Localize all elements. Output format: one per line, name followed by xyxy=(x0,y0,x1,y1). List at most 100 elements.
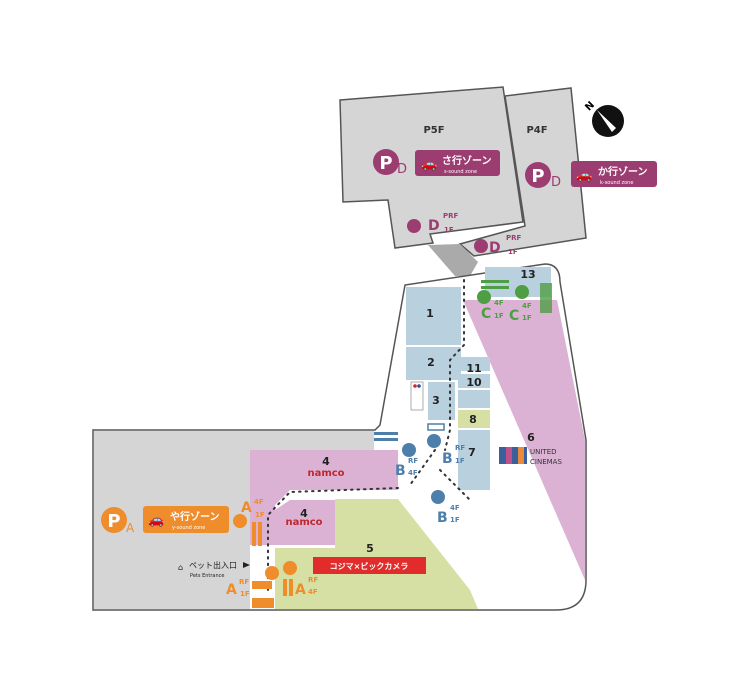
elevator-d-letter: D xyxy=(428,218,440,234)
elevator-letter: B xyxy=(395,463,406,479)
store-9-blank[interactable] xyxy=(458,390,490,408)
stairs xyxy=(283,579,287,596)
compass: N xyxy=(583,100,624,137)
elevator-d-top: PRF xyxy=(443,212,459,220)
elevator-top: RF xyxy=(308,576,318,584)
elevator-a-bottom-right[interactable]: A RF 4F xyxy=(295,576,318,598)
elevator-b-bottom[interactable]: B 4F 1F xyxy=(437,504,460,526)
pet-icon: ⌂ xyxy=(178,563,183,572)
parking-letter: P xyxy=(379,153,392,174)
elevator-top: 4F xyxy=(522,302,532,310)
elevator-c-right[interactable]: C 4F 1F xyxy=(509,302,532,324)
zone-sub: s-sound zone xyxy=(444,169,477,175)
compass-label: N xyxy=(583,100,597,114)
store-5-kojima[interactable] xyxy=(275,499,478,609)
walkway xyxy=(267,279,471,591)
zone-sub: y-sound zone xyxy=(172,525,205,531)
arrow-right-icon xyxy=(243,562,250,568)
store-2[interactable] xyxy=(406,347,461,380)
elevator-d-bottom: 1F xyxy=(444,226,454,234)
escalator-icon[interactable] xyxy=(402,443,416,457)
elevator-letter: B xyxy=(437,510,448,526)
zone-name: や行ゾーン xyxy=(170,510,220,523)
store-11[interactable] xyxy=(458,357,490,371)
elevator-b-mid[interactable]: B RF 1F xyxy=(442,444,465,467)
parking-zone-letter: D xyxy=(551,175,561,190)
elevator-bottom: 1F xyxy=(450,516,460,524)
elevator-icon[interactable] xyxy=(265,566,279,580)
elevator-d-letter: D xyxy=(489,240,501,256)
elevator-top: RF xyxy=(408,457,418,465)
elevator-letter: A xyxy=(226,582,237,598)
lockers xyxy=(427,423,445,431)
elevator-b-left[interactable]: B RF 4F xyxy=(395,457,418,479)
kojima-logo: コジマ×ビックカメラ xyxy=(330,561,409,571)
bridge xyxy=(428,244,478,276)
elevator-d-bottom: 1F xyxy=(508,248,518,256)
elevator-letter: B xyxy=(442,451,453,467)
parking-zone-letter: A xyxy=(126,521,135,535)
store-number: 5 xyxy=(366,542,374,555)
escalator-icon[interactable] xyxy=(431,490,445,504)
elevator-letter: C xyxy=(509,308,519,324)
store-1[interactable] xyxy=(406,287,461,345)
store-7[interactable] xyxy=(458,430,490,490)
zone-badge-s xyxy=(415,150,500,176)
elevator-top: 4F xyxy=(254,498,264,506)
lockers xyxy=(252,581,272,589)
store-number: 6 xyxy=(527,431,535,444)
elevator-d-top: PRF xyxy=(506,234,522,242)
parking-icon xyxy=(101,507,127,533)
elevator-icon[interactable] xyxy=(427,434,441,448)
elevator-letter: A xyxy=(295,582,306,598)
stairs xyxy=(374,432,398,435)
elevator-icon[interactable] xyxy=(515,285,529,299)
store-4-namco-upper[interactable] xyxy=(250,450,398,545)
elevator-icon[interactable] xyxy=(474,239,488,253)
elevator-c-left[interactable]: C 4F 1F xyxy=(481,299,504,322)
elevator-a-bottom-left[interactable]: A RF 1F xyxy=(226,578,250,598)
store-number: 4 xyxy=(322,455,330,468)
parking-icon xyxy=(525,162,551,188)
toilet-block xyxy=(252,598,274,608)
store-number: 7 xyxy=(468,446,476,459)
store-number: 4 xyxy=(300,507,308,520)
elevator-bottom: 1F xyxy=(455,457,465,465)
store-6-cinema[interactable] xyxy=(463,300,585,580)
car-icon: 🚗 xyxy=(421,157,437,172)
pet-sub: Pets Entrance xyxy=(190,573,224,579)
elevator-bottom: 1F xyxy=(522,314,532,322)
store-8[interactable] xyxy=(458,410,490,428)
elevator-top: RF xyxy=(455,444,465,452)
escalator-icon[interactable] xyxy=(283,561,297,575)
elevator-letter: C xyxy=(481,306,491,322)
floor-label-p4f: P4F xyxy=(526,125,547,136)
car-icon: 🚗 xyxy=(148,513,164,528)
zone-name: か行ゾーン xyxy=(598,165,648,178)
store-number: 2 xyxy=(427,356,435,369)
car-icon: 🚗 xyxy=(576,168,592,183)
store-3[interactable] xyxy=(428,382,455,420)
zone-badge-y xyxy=(143,506,229,533)
parking-icon xyxy=(373,149,399,175)
elevator-a-top[interactable]: A 4F 1F xyxy=(241,498,265,519)
store-number: 1 xyxy=(426,307,434,320)
store-number: 10 xyxy=(466,376,482,389)
store-number: 13 xyxy=(520,268,535,281)
cinema-name: UNITED xyxy=(530,448,557,456)
parking-letter: P xyxy=(531,166,544,187)
elevator-top: 4F xyxy=(494,299,504,307)
namco-logo: namco xyxy=(307,468,344,479)
escalator-icon[interactable] xyxy=(477,290,491,304)
store-number: 8 xyxy=(469,413,477,426)
store-10[interactable] xyxy=(458,374,490,388)
stairs xyxy=(252,522,256,546)
pet-entrance[interactable]: ペット出入口 Pets Entrance ⌂ xyxy=(178,560,250,579)
floor-label-p5f: P5F xyxy=(423,125,444,136)
parking-p4f[interactable] xyxy=(458,87,587,257)
elevator-icon[interactable] xyxy=(407,219,421,233)
restroom-icon xyxy=(410,381,424,411)
escalator-icon[interactable] xyxy=(233,514,247,528)
store-4-namco-lower[interactable] xyxy=(275,500,335,545)
